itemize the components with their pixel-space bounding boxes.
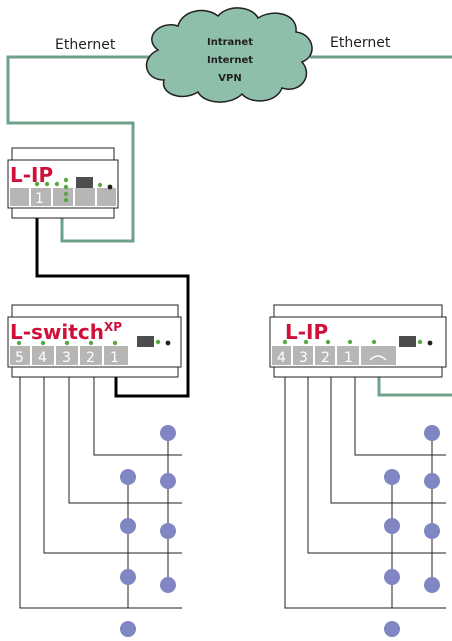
device-top-lip-top-rail xyxy=(11,147,115,161)
device-right-lip-top-rail xyxy=(273,304,443,318)
device-switch-top-rail xyxy=(11,304,179,318)
device-right-lip-port-2: 2 xyxy=(321,350,330,366)
network-cloud: Intranet Internet VPN xyxy=(145,7,313,103)
bus-node xyxy=(120,569,136,585)
ethernet-label-right: Ethernet xyxy=(330,35,391,51)
right-lip-bus-nodes xyxy=(384,425,440,637)
device-switch-port-4: 4 xyxy=(38,350,47,366)
device-top-lip-leds xyxy=(34,177,103,203)
device-right-lip-power-dot xyxy=(427,340,433,346)
device-switch-leds xyxy=(16,339,161,346)
cloud-shape xyxy=(145,7,313,103)
cloud-line-intranet: Intranet xyxy=(207,37,253,48)
right-lip-ethernet-link xyxy=(377,372,452,397)
bus-node xyxy=(120,518,136,534)
device-right-lip: 4 3 2 1 L-IP xyxy=(269,304,447,378)
device-switch-power-dot xyxy=(165,340,171,346)
device-top-lip: 1 L-IP xyxy=(7,147,119,219)
bus-node xyxy=(384,569,400,585)
cloud-line-vpn: VPN xyxy=(218,73,241,84)
bus-node xyxy=(424,577,440,593)
device-switch-port-3: 3 xyxy=(62,350,71,366)
device-right-lip-leds xyxy=(282,339,423,345)
switch-bus-wiring xyxy=(19,377,182,609)
device-switch: 5 4 3 2 1 L-switchXP xyxy=(7,304,182,378)
bus-node xyxy=(160,473,176,489)
device-top-lip-bottom-rail xyxy=(11,207,115,219)
bus-node xyxy=(424,473,440,489)
bus-node xyxy=(384,518,400,534)
device-top-lip-power-dot xyxy=(107,184,113,190)
device-right-lip-port-panel xyxy=(272,346,396,365)
bus-node xyxy=(424,523,440,539)
bus-node xyxy=(160,425,176,441)
device-right-lip-rj45 xyxy=(399,336,416,347)
device-switch-name: L-switchXP xyxy=(10,320,122,344)
right-lip-bus-wiring xyxy=(284,377,446,609)
device-right-lip-port-4: 4 xyxy=(277,350,286,366)
device-top-lip-port-panel xyxy=(10,188,116,206)
device-top-lip-port-1: 1 xyxy=(35,191,44,207)
bus-node xyxy=(120,621,136,637)
device-switch-port-2: 2 xyxy=(86,350,95,366)
device-switch-port-5: 5 xyxy=(15,350,24,366)
device-switch-rj45 xyxy=(137,336,154,347)
device-right-lip-ethernet-port-icon xyxy=(369,355,387,361)
device-top-lip-rj45 xyxy=(76,177,93,188)
device-right-lip-bottom-rail xyxy=(273,366,443,378)
switch-bus-nodes xyxy=(120,425,176,637)
bus-node xyxy=(384,469,400,485)
ethernet-links xyxy=(6,55,452,397)
bus-node xyxy=(160,577,176,593)
device-switch-port-1: 1 xyxy=(110,350,119,366)
ethernet-left-link xyxy=(6,55,150,243)
bus-node xyxy=(160,523,176,539)
lip-to-switch-link xyxy=(35,217,190,398)
device-right-lip-port-1: 1 xyxy=(344,350,353,366)
device-switch-port-panel xyxy=(10,346,128,365)
device-right-lip-port-3: 3 xyxy=(299,350,308,366)
device-switch-bottom-rail xyxy=(11,366,179,378)
bus-node xyxy=(120,469,136,485)
bus-node xyxy=(384,621,400,637)
bus-node xyxy=(424,425,440,441)
ethernet-label-left: Ethernet xyxy=(55,37,116,53)
cloud-line-internet: Internet xyxy=(207,55,253,66)
